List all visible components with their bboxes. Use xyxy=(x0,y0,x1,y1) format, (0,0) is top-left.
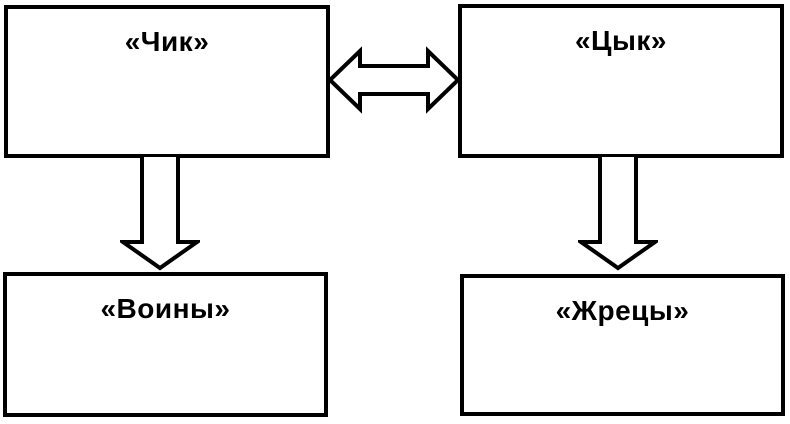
node-voiny-label: «Воины» xyxy=(100,293,231,324)
node-zhretsy-label: «Жрецы» xyxy=(555,295,690,326)
node-chik-label: «Чик» xyxy=(124,26,210,57)
node-tsyk: «Цык» xyxy=(458,4,784,158)
node-chik: «Чик» xyxy=(4,5,330,158)
down-arrow-right-icon xyxy=(578,154,658,271)
node-voiny: «Воины» xyxy=(3,272,328,417)
node-zhretsy: «Жрецы» xyxy=(460,274,785,416)
node-tsyk-label: «Цык» xyxy=(574,25,668,56)
down-arrow-left-icon xyxy=(120,154,200,271)
bidirectional-arrow-icon xyxy=(327,45,461,115)
